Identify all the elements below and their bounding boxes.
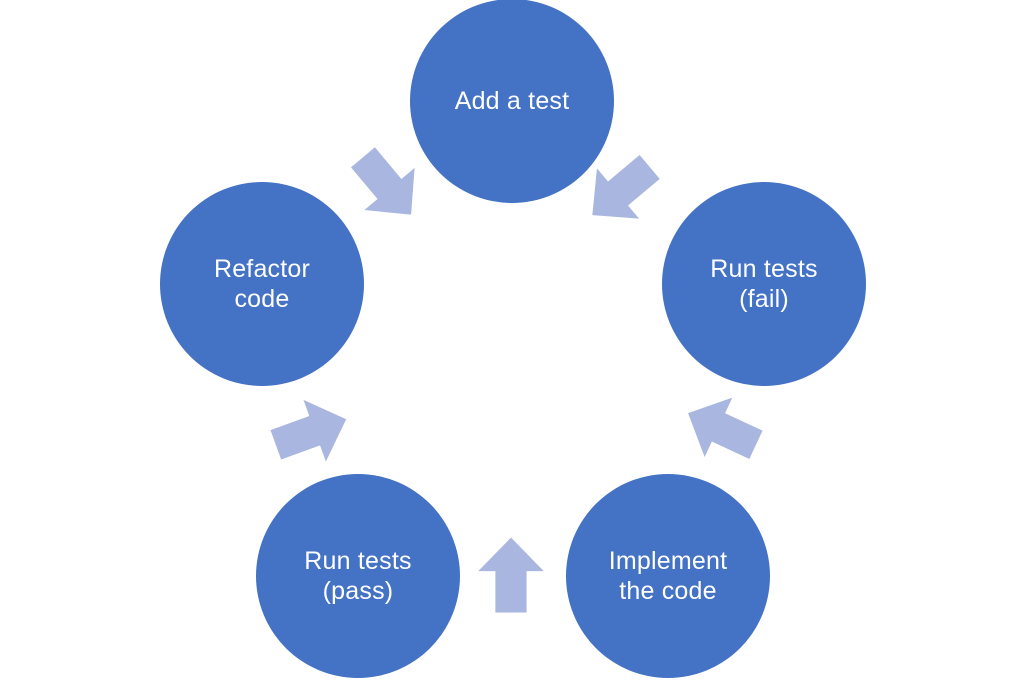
- node-label: Run tests (fail): [710, 255, 818, 313]
- node-run-tests-pass[interactable]: Run tests (pass): [256, 474, 460, 678]
- node-label: Run tests (pass): [304, 547, 412, 605]
- node-run-tests-fail[interactable]: Run tests (fail): [662, 182, 866, 386]
- node-implement-the-code[interactable]: Implement the code: [566, 474, 770, 678]
- node-refactor-code[interactable]: Refactor code: [160, 182, 364, 386]
- node-label: Refactor code: [213, 255, 311, 313]
- node-label: Implement the code: [608, 547, 728, 605]
- arrow-left-icon: [472, 536, 550, 614]
- arrow-up-right-icon: [332, 131, 442, 241]
- arrow-right-icon: [670, 377, 774, 481]
- arrow-up-icon: [261, 382, 361, 482]
- node-label: Add a test: [454, 87, 570, 115]
- arrow-right-icon: [566, 136, 676, 246]
- node-add-a-test[interactable]: Add a test: [410, 0, 614, 203]
